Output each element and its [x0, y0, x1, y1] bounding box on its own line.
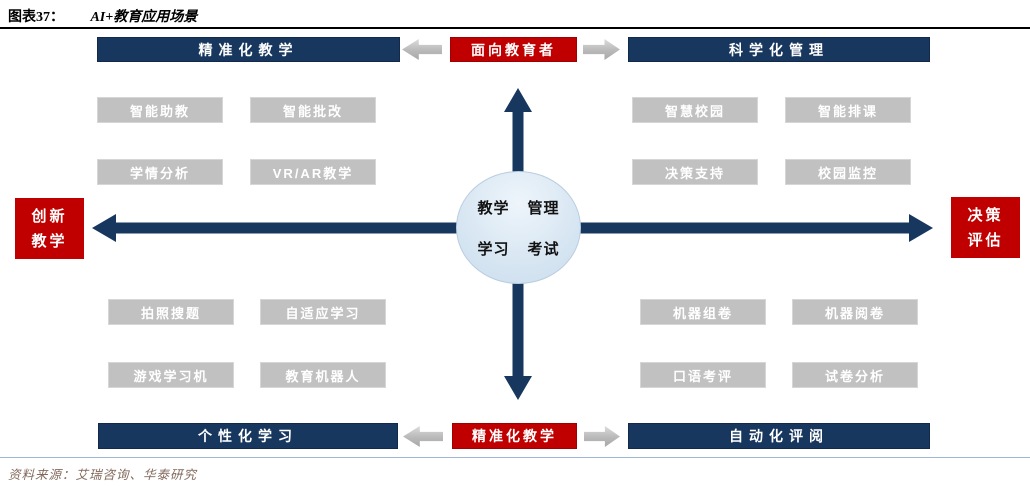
arrow-right-icon	[584, 426, 620, 447]
figure-title: AI+教育应用场景	[90, 10, 198, 25]
circle-word: 学习	[477, 240, 510, 258]
app-box: 试卷分析	[792, 362, 918, 388]
app-box: 校园监控	[785, 159, 911, 185]
app-box: 自适应学习	[260, 299, 386, 325]
circle-word: 教学	[477, 199, 510, 217]
left-axis-node: 创新 教学	[15, 198, 84, 259]
center-hub-circle: 教学 管理 学习 考试	[456, 171, 581, 284]
app-box: 机器阅卷	[792, 299, 918, 325]
app-box: 游戏学习机	[108, 362, 234, 388]
source-note: 资料来源：艾瑞咨询、华泰研究	[8, 468, 198, 482]
figure-number-label: 图表37：	[8, 10, 64, 25]
left-axis-node-line: 教学	[31, 232, 68, 250]
app-box: 决策支持	[632, 159, 758, 185]
footer-divider	[0, 457, 1030, 458]
right-axis-node: 决策 评估	[951, 197, 1020, 258]
app-box: 机器组卷	[640, 299, 766, 325]
left-axis-node-line: 创新	[31, 207, 68, 225]
bottom-center-node: 精准化教学	[452, 423, 577, 449]
app-box: VR/AR教学	[250, 159, 376, 185]
title-divider	[0, 27, 1030, 29]
circle-word: 管理	[527, 199, 560, 217]
top-center-node: 面向教育者	[450, 37, 577, 62]
app-box: 教育机器人	[260, 362, 386, 388]
right-axis-node-line: 决策	[967, 206, 1004, 224]
figure-header: 图表37： AI+教育应用场景	[8, 6, 197, 26]
arrow-left-icon	[403, 426, 443, 447]
arrow-left-icon	[402, 39, 442, 60]
circle-row: 教学 管理	[477, 197, 559, 218]
app-box: 智慧校园	[632, 97, 758, 123]
right-axis-node-line: 评估	[967, 231, 1004, 249]
bottom-left-category-bar: 个性化学习	[98, 423, 398, 449]
app-box: 口语考评	[640, 362, 766, 388]
app-box: 智能助教	[97, 97, 223, 123]
circle-row: 学习 考试	[477, 238, 559, 259]
arrow-right-icon	[583, 39, 620, 60]
bottom-right-category-bar: 自动化评阅	[628, 423, 930, 449]
top-right-category-bar: 科学化管理	[628, 37, 930, 62]
circle-word: 考试	[527, 240, 560, 258]
app-box: 学情分析	[97, 159, 223, 185]
app-box: 智能批改	[250, 97, 376, 123]
top-left-category-bar: 精准化教学	[97, 37, 400, 62]
app-box: 智能排课	[785, 97, 911, 123]
app-box: 拍照搜题	[108, 299, 234, 325]
